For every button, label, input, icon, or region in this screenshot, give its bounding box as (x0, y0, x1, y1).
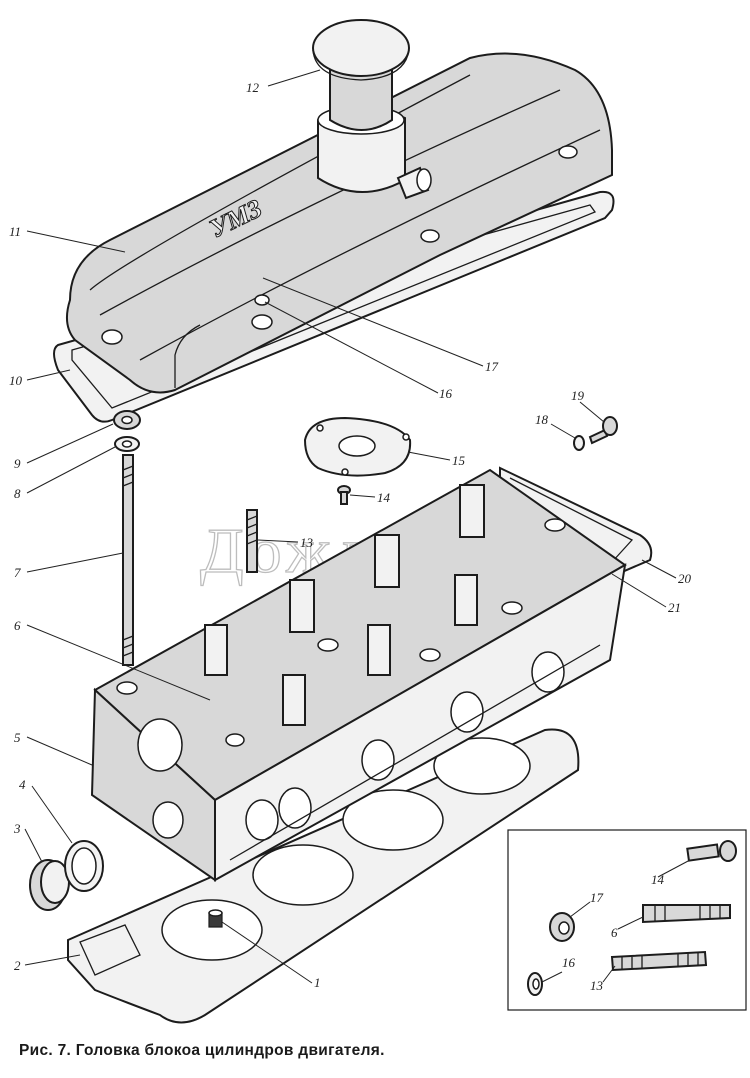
label-11: 11 (9, 224, 21, 239)
label-21: 21 (668, 600, 681, 615)
part-plug-3 (29, 859, 70, 911)
label-18: 18 (535, 412, 549, 427)
inset-label-14: 14 (651, 872, 665, 887)
part-screw-14 (337, 485, 351, 505)
inset-label-13: 13 (590, 978, 604, 993)
inset-label-6: 6 (611, 925, 618, 940)
label-2: 2 (14, 958, 21, 973)
label-8: 8 (14, 486, 21, 501)
label-1: 1 (314, 975, 321, 990)
inset-stud-13 (610, 950, 708, 972)
inset-label-16: 16 (562, 955, 576, 970)
label-12: 12 (246, 80, 260, 95)
label-10: 10 (9, 373, 23, 388)
label-17: 17 (485, 359, 499, 374)
inset-washer-16 (527, 972, 543, 996)
part-ring-gasket-4 (64, 840, 104, 892)
label-20: 20 (678, 571, 692, 586)
label-13: 13 (300, 535, 314, 550)
part-bolt-19 (588, 416, 618, 445)
part-valve-cover: УМЗ (65, 52, 613, 394)
callout-labels: 12 11 10 9 8 7 6 5 4 3 2 1 17 16 15 14 1… (9, 80, 692, 993)
label-16: 16 (439, 386, 453, 401)
label-14: 14 (377, 490, 391, 505)
figure-caption: Рис. 7. Головка блокоа цилиндров двигате… (19, 1042, 385, 1059)
label-7: 7 (14, 565, 21, 580)
label-19: 19 (571, 388, 585, 403)
inset-stud-6 (642, 904, 731, 924)
leader-lines (24, 69, 691, 984)
part-dowel-sleeve (208, 909, 223, 928)
part-nut-9 (113, 410, 141, 430)
label-3: 3 (13, 821, 21, 836)
inset-bolt-14 (686, 840, 737, 862)
part-washer-8 (114, 436, 140, 452)
label-9: 9 (14, 456, 21, 471)
part-washer-18 (573, 435, 585, 451)
part-cylinder-head (90, 468, 627, 882)
inset-nut-17 (549, 912, 575, 942)
label-15: 15 (452, 453, 466, 468)
label-4: 4 (19, 777, 26, 792)
part-oil-filler-cap (312, 19, 410, 131)
label-5: 5 (14, 730, 21, 745)
inset-label-17: 17 (590, 890, 604, 905)
part-short-stud (246, 509, 258, 573)
part-head-gasket (67, 728, 580, 1024)
part-cover-plate (303, 416, 412, 477)
label-6: 6 (14, 618, 21, 633)
part-long-stud (122, 454, 134, 666)
inset-box (507, 829, 747, 1011)
